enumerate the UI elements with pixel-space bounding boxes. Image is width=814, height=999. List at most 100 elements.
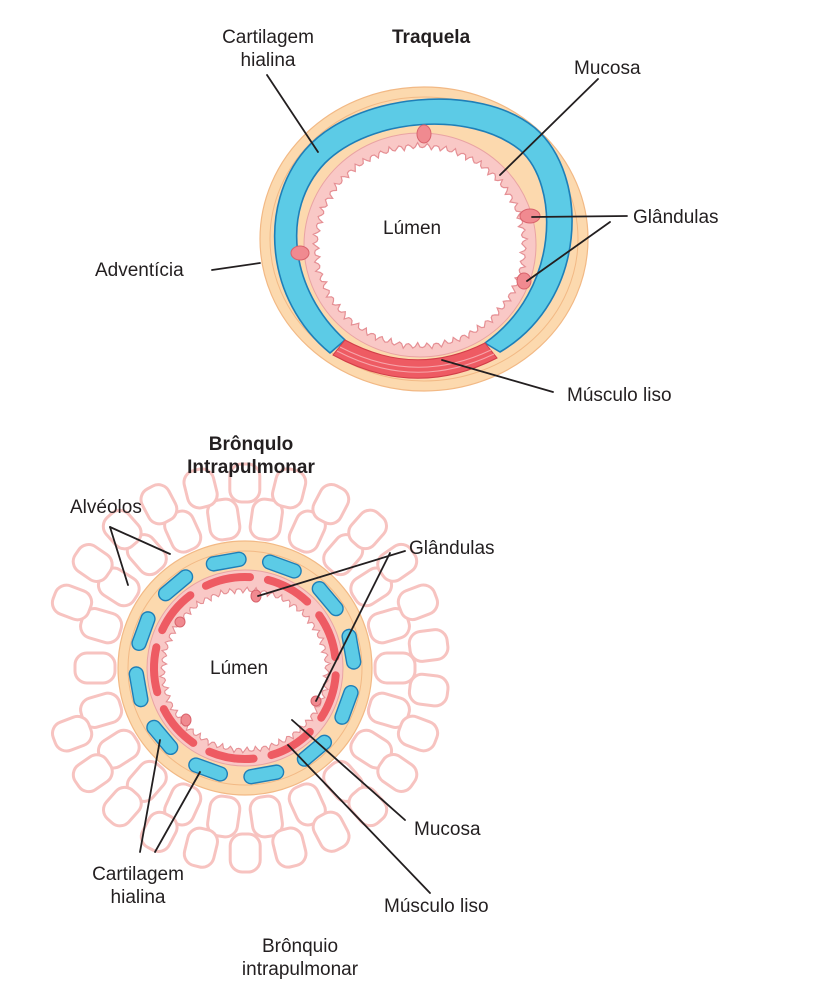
alveolus <box>373 651 417 685</box>
alveolus <box>271 467 308 510</box>
bronchus-caption-line1: Brônquio <box>261 936 339 957</box>
trachea-adventitia-ring <box>269 96 579 382</box>
bronchus-glands-label: Glândulas <box>409 538 495 559</box>
alveolus <box>248 497 284 542</box>
trachea-adventitia-label: Adventícia <box>95 260 184 281</box>
bronchus-cartilage-plates <box>128 551 362 785</box>
leader-trachea-glands-upper <box>531 215 628 218</box>
cartilage-plate <box>296 734 333 767</box>
cartilage-plate <box>334 684 359 725</box>
leader-bronchus-mucosa <box>291 719 406 821</box>
smooth-muscle-segment <box>201 573 254 590</box>
cartilage-plate <box>261 554 302 579</box>
trachea-gland-top <box>416 124 432 144</box>
alveolus <box>311 483 351 526</box>
leader-alveoli-2 <box>109 526 129 586</box>
bronchus-cartilage-label: Cartilagem hialina <box>78 863 198 909</box>
alveolus <box>347 508 388 551</box>
alveolus <box>71 753 114 794</box>
alveolus <box>407 628 450 663</box>
trachea-mucosa-label: Mucosa <box>574 58 641 79</box>
alveolus <box>102 785 143 828</box>
leader-bronchus-cartilage-1 <box>139 739 161 853</box>
trachea-cartilage-label: Cartilagem hialina <box>212 26 324 72</box>
cartilage-plate <box>128 666 149 708</box>
alveolus <box>182 826 219 869</box>
trachea-lumen-epithelium <box>311 141 529 350</box>
cartilage-plate <box>311 580 344 617</box>
cartilage-plate <box>157 569 194 602</box>
alveolus <box>71 543 114 583</box>
trachea-cross-section <box>259 86 589 392</box>
leader-bronchus-glands-1 <box>257 550 406 597</box>
leader-bronchus-glands-2 <box>315 552 391 702</box>
alveolus <box>206 497 242 542</box>
alveolus <box>206 794 242 839</box>
trachea-smooth-muscle <box>332 339 498 379</box>
alveolus <box>50 583 94 622</box>
trachea-lumen-label: Lúmen <box>383 218 442 239</box>
leader-alveoli-1 <box>109 526 171 555</box>
alveolus <box>407 672 450 708</box>
bronchus-title-line2: Intrapulmonar <box>187 457 315 478</box>
alveolus <box>271 826 308 869</box>
trachea-gland-right-lower <box>516 272 532 290</box>
bronchus-caption: Brônquio intrapulmonar <box>230 935 370 981</box>
trachea-gland-right-upper <box>519 208 541 224</box>
alveolus <box>228 462 262 504</box>
trachea-cartilage-label-line2: hialina <box>240 50 296 71</box>
alveolus <box>248 794 284 839</box>
bronchus-cross-section <box>50 462 450 874</box>
trachea-cartilage-label-line1: Cartilagem <box>222 27 314 48</box>
bronchus-caption-line2: intrapulmonar <box>241 959 359 980</box>
smooth-muscle-segment <box>315 611 340 662</box>
bronchus-alveoli-label: Alvéolos <box>70 497 142 518</box>
bronchus-smooth-muscle-label: Músculo liso <box>384 896 489 917</box>
alveolus <box>50 714 94 753</box>
smooth-muscle-segment <box>263 575 312 606</box>
bronchus-lumen-label: Lúmen <box>210 658 269 679</box>
alveolus <box>73 651 117 685</box>
smooth-muscle-segment <box>150 643 162 697</box>
leader-trachea-mucosa <box>499 78 599 176</box>
bronchus-cartilage-label-line1: Cartilagem <box>92 864 184 885</box>
bronchus-gland-left-upper <box>174 616 186 628</box>
alveolus <box>376 542 419 583</box>
bronchus-title: Brônqulo Intrapulmonar <box>156 433 346 479</box>
trachea-smooth-muscle-label: Músculo liso <box>567 385 672 406</box>
alveolus <box>228 832 262 874</box>
leader-lines <box>109 74 628 894</box>
cartilage-plate <box>146 719 179 756</box>
smooth-muscle-segment <box>158 591 195 635</box>
smooth-muscle-segment <box>317 671 340 722</box>
bronchus-smooth-muscle-ring <box>150 573 340 763</box>
bronchus-cartilage-label-line2: hialina <box>110 887 166 908</box>
alveolus <box>182 467 219 510</box>
leader-bronchus-muscle <box>287 744 431 894</box>
cartilage-plate <box>131 611 156 652</box>
trachea-hyaline-cartilage <box>273 98 573 354</box>
leader-trachea-glands-lower <box>526 221 611 282</box>
bronchus-title-line1: Brônqulo <box>208 434 294 455</box>
alveolus <box>396 583 440 622</box>
alveolus <box>139 810 179 853</box>
trachea-glands-label: Glândulas <box>633 207 719 228</box>
smooth-muscle-segment <box>205 747 258 763</box>
leader-bronchus-cartilage-2 <box>154 771 201 853</box>
alveoli-network <box>50 462 450 874</box>
cartilage-plate <box>188 757 229 782</box>
bronchus-gland-left-lower <box>180 713 192 727</box>
bronchus-lumen-epithelium <box>158 586 332 754</box>
alveolus <box>101 508 143 551</box>
alveolus <box>311 810 351 853</box>
alveolus <box>139 483 179 526</box>
leader-trachea-cartilage <box>266 74 319 153</box>
leader-trachea-adventitia <box>211 262 261 271</box>
cartilage-plate <box>205 551 247 572</box>
bronchus-adventitia-ring <box>127 550 363 786</box>
trachea-muscle-fibers <box>336 346 495 373</box>
trachea-title: Traquela <box>392 27 471 48</box>
smooth-muscle-segment <box>159 705 198 747</box>
leader-trachea-muscle <box>441 359 554 393</box>
